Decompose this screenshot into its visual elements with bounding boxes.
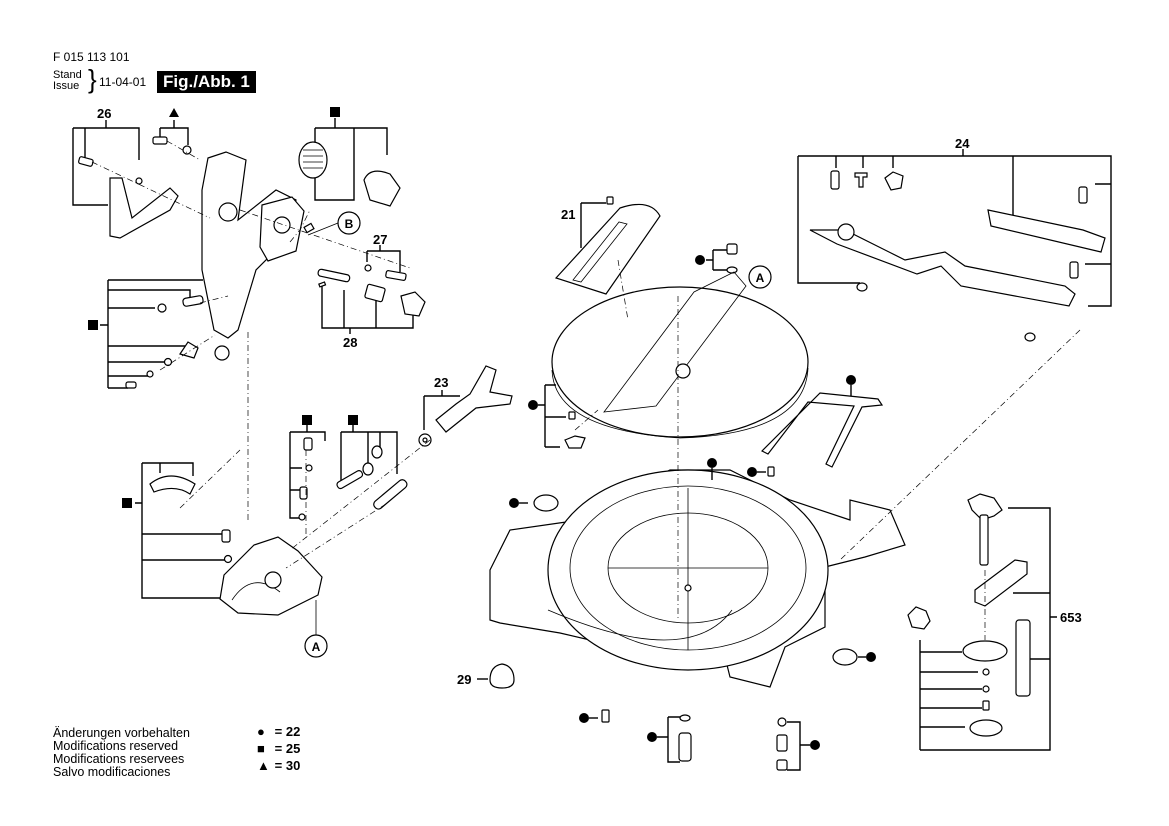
group-base-top-dot (707, 458, 717, 480)
group-spring-bracket (298, 107, 401, 234)
part-label-653: 653 (1060, 610, 1082, 625)
marker-a-bottom: A (304, 600, 328, 658)
group-turntable-insert-dot (528, 384, 586, 449)
group-triangle-bracket (152, 108, 192, 155)
circle-marker-icon (707, 458, 717, 468)
circle-marker-icon (647, 732, 657, 742)
circle-marker-icon (509, 498, 519, 508)
marker-a-bottom-label: A (312, 640, 321, 654)
group-653-bracket (907, 493, 1057, 751)
part-label-29: 29 (457, 672, 472, 687)
modifications-note: Änderungen vorbehalten Modifications res… (53, 727, 190, 779)
note-spanish: Salvo modificaciones (53, 765, 171, 779)
legend-value: 30 (285, 758, 301, 773)
part-miter-base (489, 469, 906, 688)
part-extension-u-bar (760, 375, 884, 468)
part-lever-plate (109, 177, 179, 239)
part-label-26: 26 (97, 106, 112, 121)
part-label-23: 23 (434, 375, 449, 390)
figure-label: Fig./Abb. 1 (157, 71, 256, 93)
circle-marker-icon (695, 255, 705, 265)
document-number: F 015 113 101 (53, 50, 130, 64)
group-24-bracket (797, 149, 1112, 342)
triangle-marker-icon (169, 108, 179, 117)
note-german: Änderungen vorbehalten (53, 726, 190, 740)
part-label-28: 28 (343, 335, 358, 350)
part-pivot-housing (219, 536, 323, 616)
legend-value: 22 (285, 724, 301, 739)
legend-eq: = (274, 724, 283, 739)
note-english: Modifications reserved (53, 739, 179, 753)
group-base-screw-dot (747, 466, 775, 477)
group-base-ring-left (509, 494, 559, 512)
note-french: Modifications reservees (53, 752, 185, 766)
group-base-ring-right (832, 648, 876, 666)
legend-key-circle: ● = 22 (257, 724, 300, 739)
triangle-marker-icon: ▲ (257, 758, 270, 773)
circle-marker-icon (747, 467, 757, 477)
assembly-lines (91, 140, 1081, 640)
stand-label: Stand (53, 69, 82, 81)
group-left-square-bracket (88, 279, 204, 389)
group-23-bracket (418, 365, 513, 447)
group-bolt-square-1 (289, 415, 326, 521)
square-marker-icon (302, 415, 312, 425)
group-base-bottom-screw (579, 709, 610, 723)
group-bolt-square-2 (336, 415, 408, 510)
marker-b: B (307, 211, 361, 236)
legend-value: 25 (285, 741, 301, 756)
group-26-bracket (72, 120, 140, 206)
square-marker-icon (330, 107, 340, 117)
square-marker-icon: ■ (257, 741, 265, 756)
circle-marker-icon: ● (257, 724, 265, 739)
circle-marker-icon (810, 740, 820, 750)
brace-glyph: } (88, 64, 97, 94)
group-21-bracket (554, 196, 661, 295)
square-marker-icon (348, 415, 358, 425)
part-arm-casting (201, 151, 305, 361)
legend-eq: = (274, 741, 283, 756)
part-label-21: 21 (561, 207, 576, 222)
legend-key-square: ■ = 25 (257, 741, 300, 756)
group-base-spring-right (776, 717, 820, 771)
square-marker-icon (88, 320, 98, 330)
marker-a-top: A (748, 265, 772, 289)
part-turntable (551, 271, 809, 439)
group-29 (477, 663, 515, 689)
square-marker-icon (122, 498, 132, 508)
legend-key-triangle: ▲ = 30 (257, 758, 300, 773)
group-pivot-bracket (122, 462, 233, 599)
circle-marker-icon (528, 400, 538, 410)
circle-marker-icon (579, 713, 589, 723)
part-label-27: 27 (373, 232, 388, 247)
stand-issue-label: Stand Issue (53, 70, 82, 92)
circle-marker-icon (846, 375, 856, 385)
part-screw-26 (78, 156, 94, 167)
group-table-top-dot (695, 243, 738, 274)
issue-label: Issue (53, 80, 80, 92)
group-28-bracket (317, 268, 426, 334)
marker-b-label: B (345, 217, 354, 231)
part-label-24: 24 (955, 136, 970, 151)
group-27-bracket (364, 245, 407, 281)
circle-marker-icon (866, 652, 876, 662)
marker-a-top-label: A (756, 271, 765, 285)
issue-date: 11-04-01 (99, 75, 147, 89)
legend-eq: = (274, 758, 283, 773)
group-base-pin (647, 714, 692, 763)
